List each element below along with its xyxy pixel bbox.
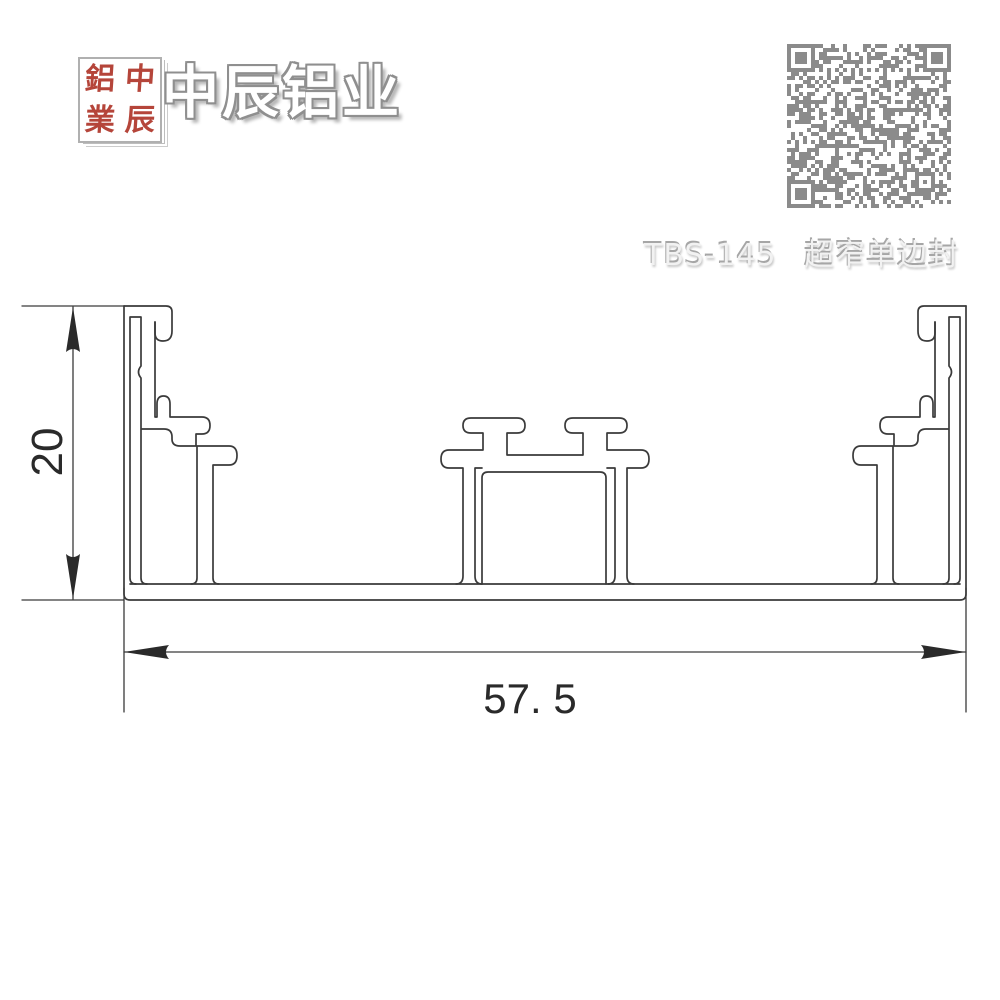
height-extension-lines <box>21 305 125 601</box>
arrow-left-icon <box>124 645 169 659</box>
arrow-up-icon <box>66 307 80 352</box>
right-inner-structure <box>852 316 961 585</box>
center-hollow-box <box>481 471 607 585</box>
left-top-hook <box>123 305 173 342</box>
width-extension-lines <box>123 587 967 713</box>
profile-lines <box>123 305 967 601</box>
dimension-arrows <box>66 307 966 659</box>
arrow-down-icon <box>66 554 80 599</box>
arrow-right-icon <box>921 645 966 659</box>
model-row: TBS-145 超窄单边封 <box>644 230 959 274</box>
company-title: 中辰铝业 <box>162 60 402 126</box>
qr-code <box>787 44 951 208</box>
dimension-labels: 20 57. 5 <box>23 428 577 722</box>
dimension-lines <box>21 305 967 713</box>
profile-outer-shell <box>123 305 967 601</box>
company-seal-logo: 鋁 中 業 辰 <box>78 57 162 143</box>
left-inner-structure <box>129 316 238 585</box>
center-track <box>440 417 650 585</box>
width-dim-label: 57. 5 <box>483 675 576 722</box>
product-name: 超窄单边封 <box>804 238 959 273</box>
model-number: TBS-145 <box>644 238 777 273</box>
height-dim-label: 20 <box>23 428 72 477</box>
right-top-hook <box>917 305 967 342</box>
